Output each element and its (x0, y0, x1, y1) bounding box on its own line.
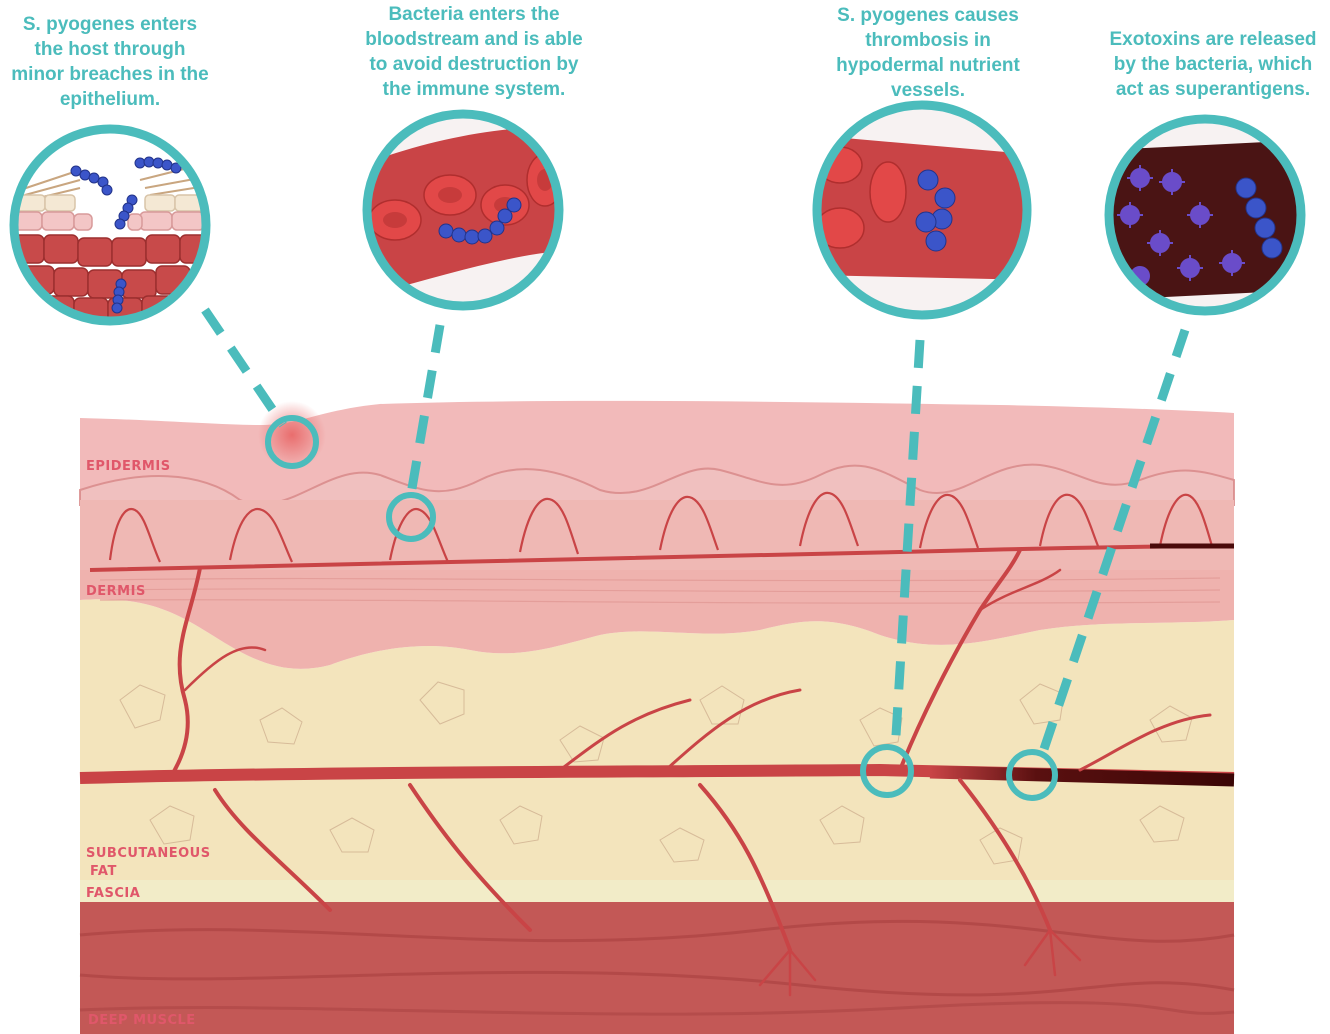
callout-circle-entry (10, 125, 210, 326)
caption-thrombosis: S. pyogenes causes thrombosis in hypoder… (828, 3, 1028, 103)
fascia-layer (80, 878, 1234, 902)
caption-bloodstream: Bacteria enters the bloodstream and is a… (362, 2, 586, 102)
callout-circle-thrombosis (810, 100, 1040, 330)
caption-exotoxins: Exotoxins are released by the bacteria, … (1098, 27, 1328, 102)
callout-circle-bloodstream (350, 110, 580, 320)
label-epidermis: EPIDERMIS (86, 459, 171, 474)
tissue-cross-section (80, 401, 1234, 1034)
callout-line-1 (205, 310, 283, 425)
thrombosed-vessel-segment (930, 772, 1234, 780)
label-subcutaneous: SUBCUTANEOUS (86, 846, 211, 861)
callout-circle-exotoxins (1105, 115, 1305, 315)
label-fascia: FASCIA (86, 886, 140, 901)
label-dermis: DERMIS (86, 584, 146, 599)
label-fat: FAT (90, 864, 117, 879)
caption-entry: S. pyogenes enters the host through mino… (10, 12, 210, 112)
label-deep-muscle: DEEP MUSCLE (88, 1013, 196, 1028)
